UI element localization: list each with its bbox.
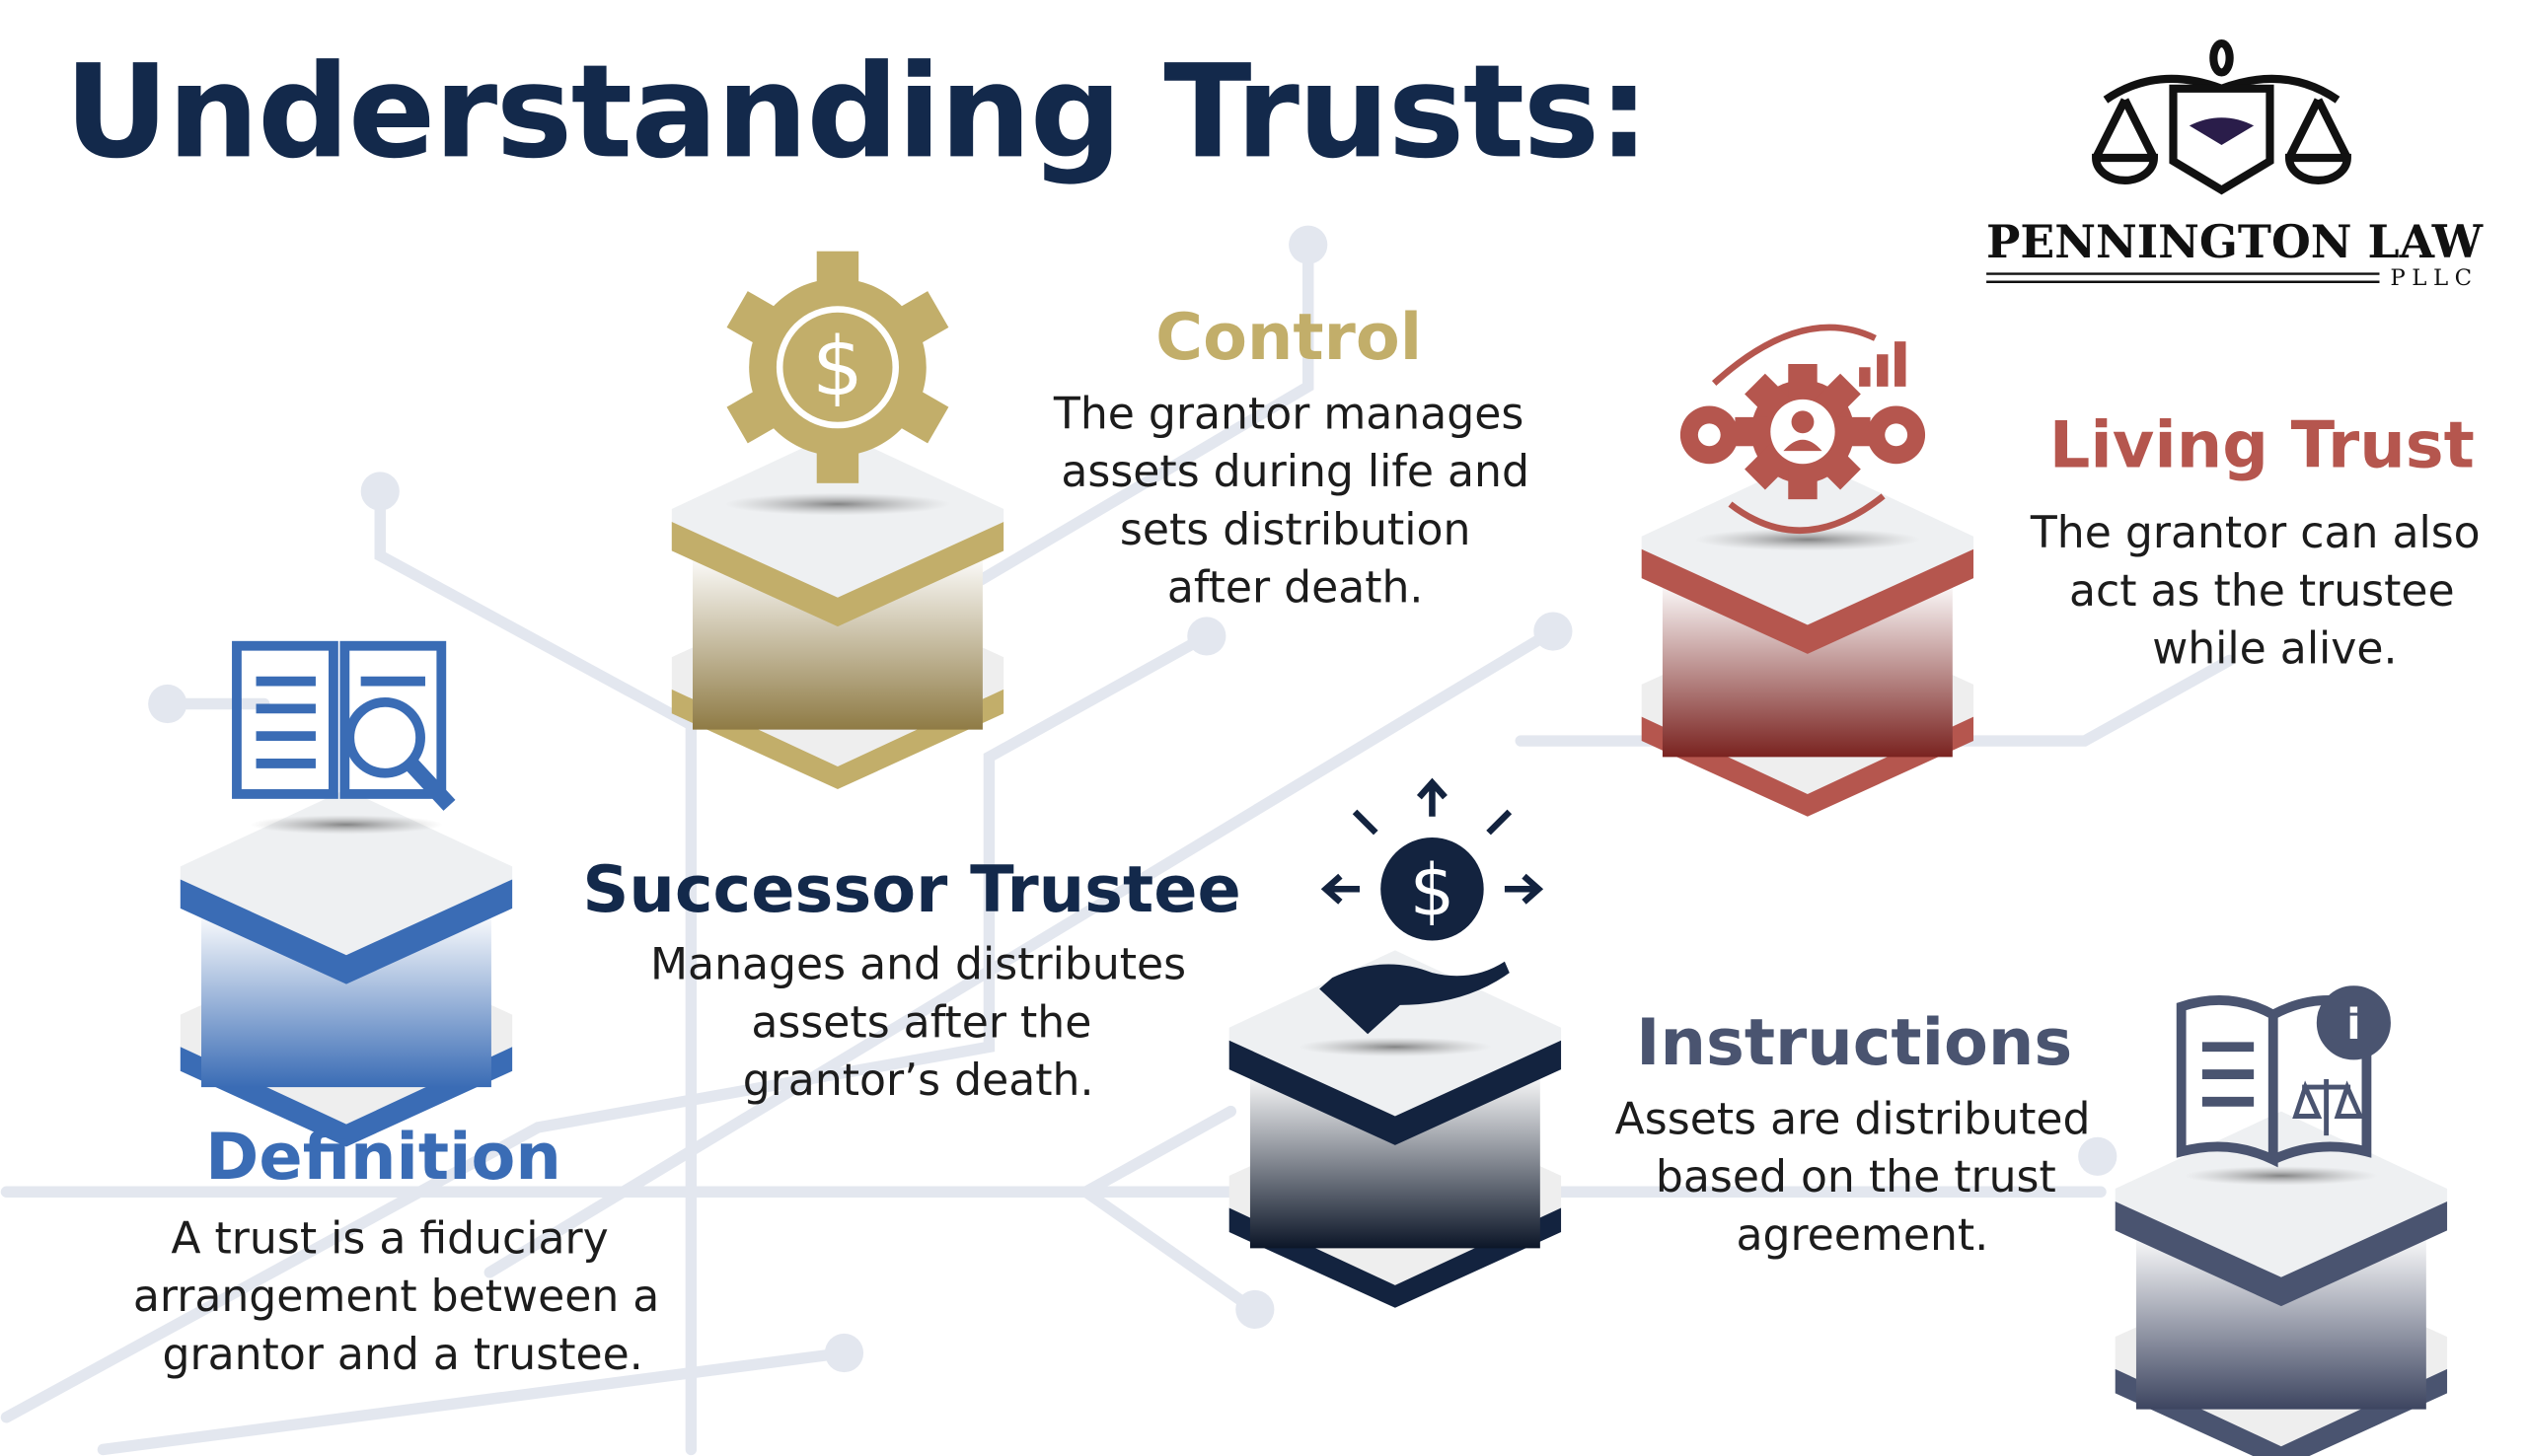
text-line: Manages and distributes (650, 940, 1186, 990)
text-line: after death. (1167, 563, 1424, 614)
gears-person-icon (1679, 324, 1926, 534)
definition-heading: Definition (205, 1120, 561, 1195)
living-trust-pedestal (1641, 459, 1974, 817)
logo-suffix: PLLC (2390, 265, 2478, 291)
text-line: The grantor manages (1053, 389, 1523, 439)
text-line: grantor and a trustee. (162, 1330, 642, 1380)
text-line: The grantor can also (2030, 508, 2481, 558)
page-title: Understanding Trusts: (64, 36, 1648, 186)
successor-trustee-heading: Successor Trustee (582, 852, 1240, 927)
scales-shield-icon (2092, 39, 2351, 195)
text-line: assets during life and (1061, 447, 1529, 497)
control-heading: Control (1155, 300, 1422, 375)
logo-name: PENNINGTON LAW (1986, 215, 2484, 268)
successor-trustee-pedestal (1228, 950, 1562, 1308)
control-pedestal (671, 431, 1004, 790)
text-line: Assets are distributed (1615, 1094, 2091, 1144)
pennington-law-logo: PENNINGTON LAW PLLC (1986, 39, 2484, 291)
text-line: assets after the (751, 997, 1091, 1048)
definition-description: A trust is a fiduciary arrangement betwe… (133, 1213, 659, 1380)
living-trust-heading: Living Trust (2049, 407, 2475, 482)
instructions-heading: Instructions (1636, 1005, 2072, 1080)
successor-trustee-description: Manages and distributes assets after the… (650, 940, 1186, 1107)
text-line: arrangement between a (133, 1272, 659, 1322)
control-description: The grantor manages assets during life a… (1053, 389, 1529, 613)
text-line: based on the trust (1656, 1152, 2056, 1202)
svg-text:$: $ (812, 321, 863, 414)
definition-pedestal (180, 789, 513, 1147)
text-line: agreement. (1737, 1210, 1989, 1261)
instructions-pedestal (2115, 1111, 2448, 1456)
hand-dollar-icon: $ (1319, 777, 1544, 1035)
book-scales-icon: i (2176, 985, 2391, 1168)
text-line: while alive. (2152, 624, 2397, 675)
gear-dollar-icon: $ (726, 251, 949, 483)
instructions-description: Assets are distributed based on the trus… (1615, 1094, 2091, 1261)
living-trust-description: The grantor can also act as the trustee … (2030, 508, 2481, 675)
circuit-lines (0, 225, 2236, 1456)
text-line: A trust is a fiduciary (171, 1213, 608, 1264)
document-search-icon (232, 640, 456, 811)
text-line: sets distribution (1120, 505, 1471, 555)
text-line: grantor’s death. (743, 1056, 1094, 1106)
svg-text:$: $ (1410, 848, 1455, 931)
svg-text:i: i (2346, 1001, 2361, 1050)
text-line: act as the trustee (2069, 566, 2455, 617)
